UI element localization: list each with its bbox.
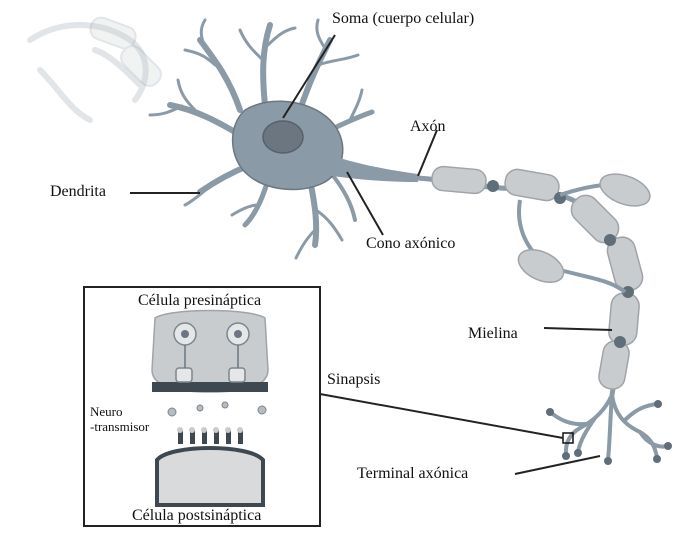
neurotransmitter-label-line2: -transmisor — [90, 419, 149, 434]
soma-label: Soma (cuerpo celular) — [332, 10, 474, 28]
axon-terminals — [550, 395, 668, 460]
synapse-label: Sinapsis — [327, 371, 380, 389]
presynaptic-label: Célula presináptica — [138, 292, 261, 310]
axon-terminal-label: Terminal axónica — [357, 465, 468, 483]
postsynaptic-cell — [157, 448, 263, 505]
dendrite-label: Dendrita — [50, 183, 106, 201]
axon-hillock-label: Cono axónico — [366, 235, 455, 253]
myelin-label: Mielina — [468, 325, 518, 343]
postsynaptic-label: Célula postsináptica — [132, 507, 261, 525]
axon-hillock-shape — [325, 155, 418, 182]
axon-label: Axón — [410, 118, 446, 136]
nucleus — [263, 121, 303, 153]
neurotransmitter-label-line1: Neuro — [90, 404, 123, 419]
presynaptic-terminal — [152, 311, 268, 393]
